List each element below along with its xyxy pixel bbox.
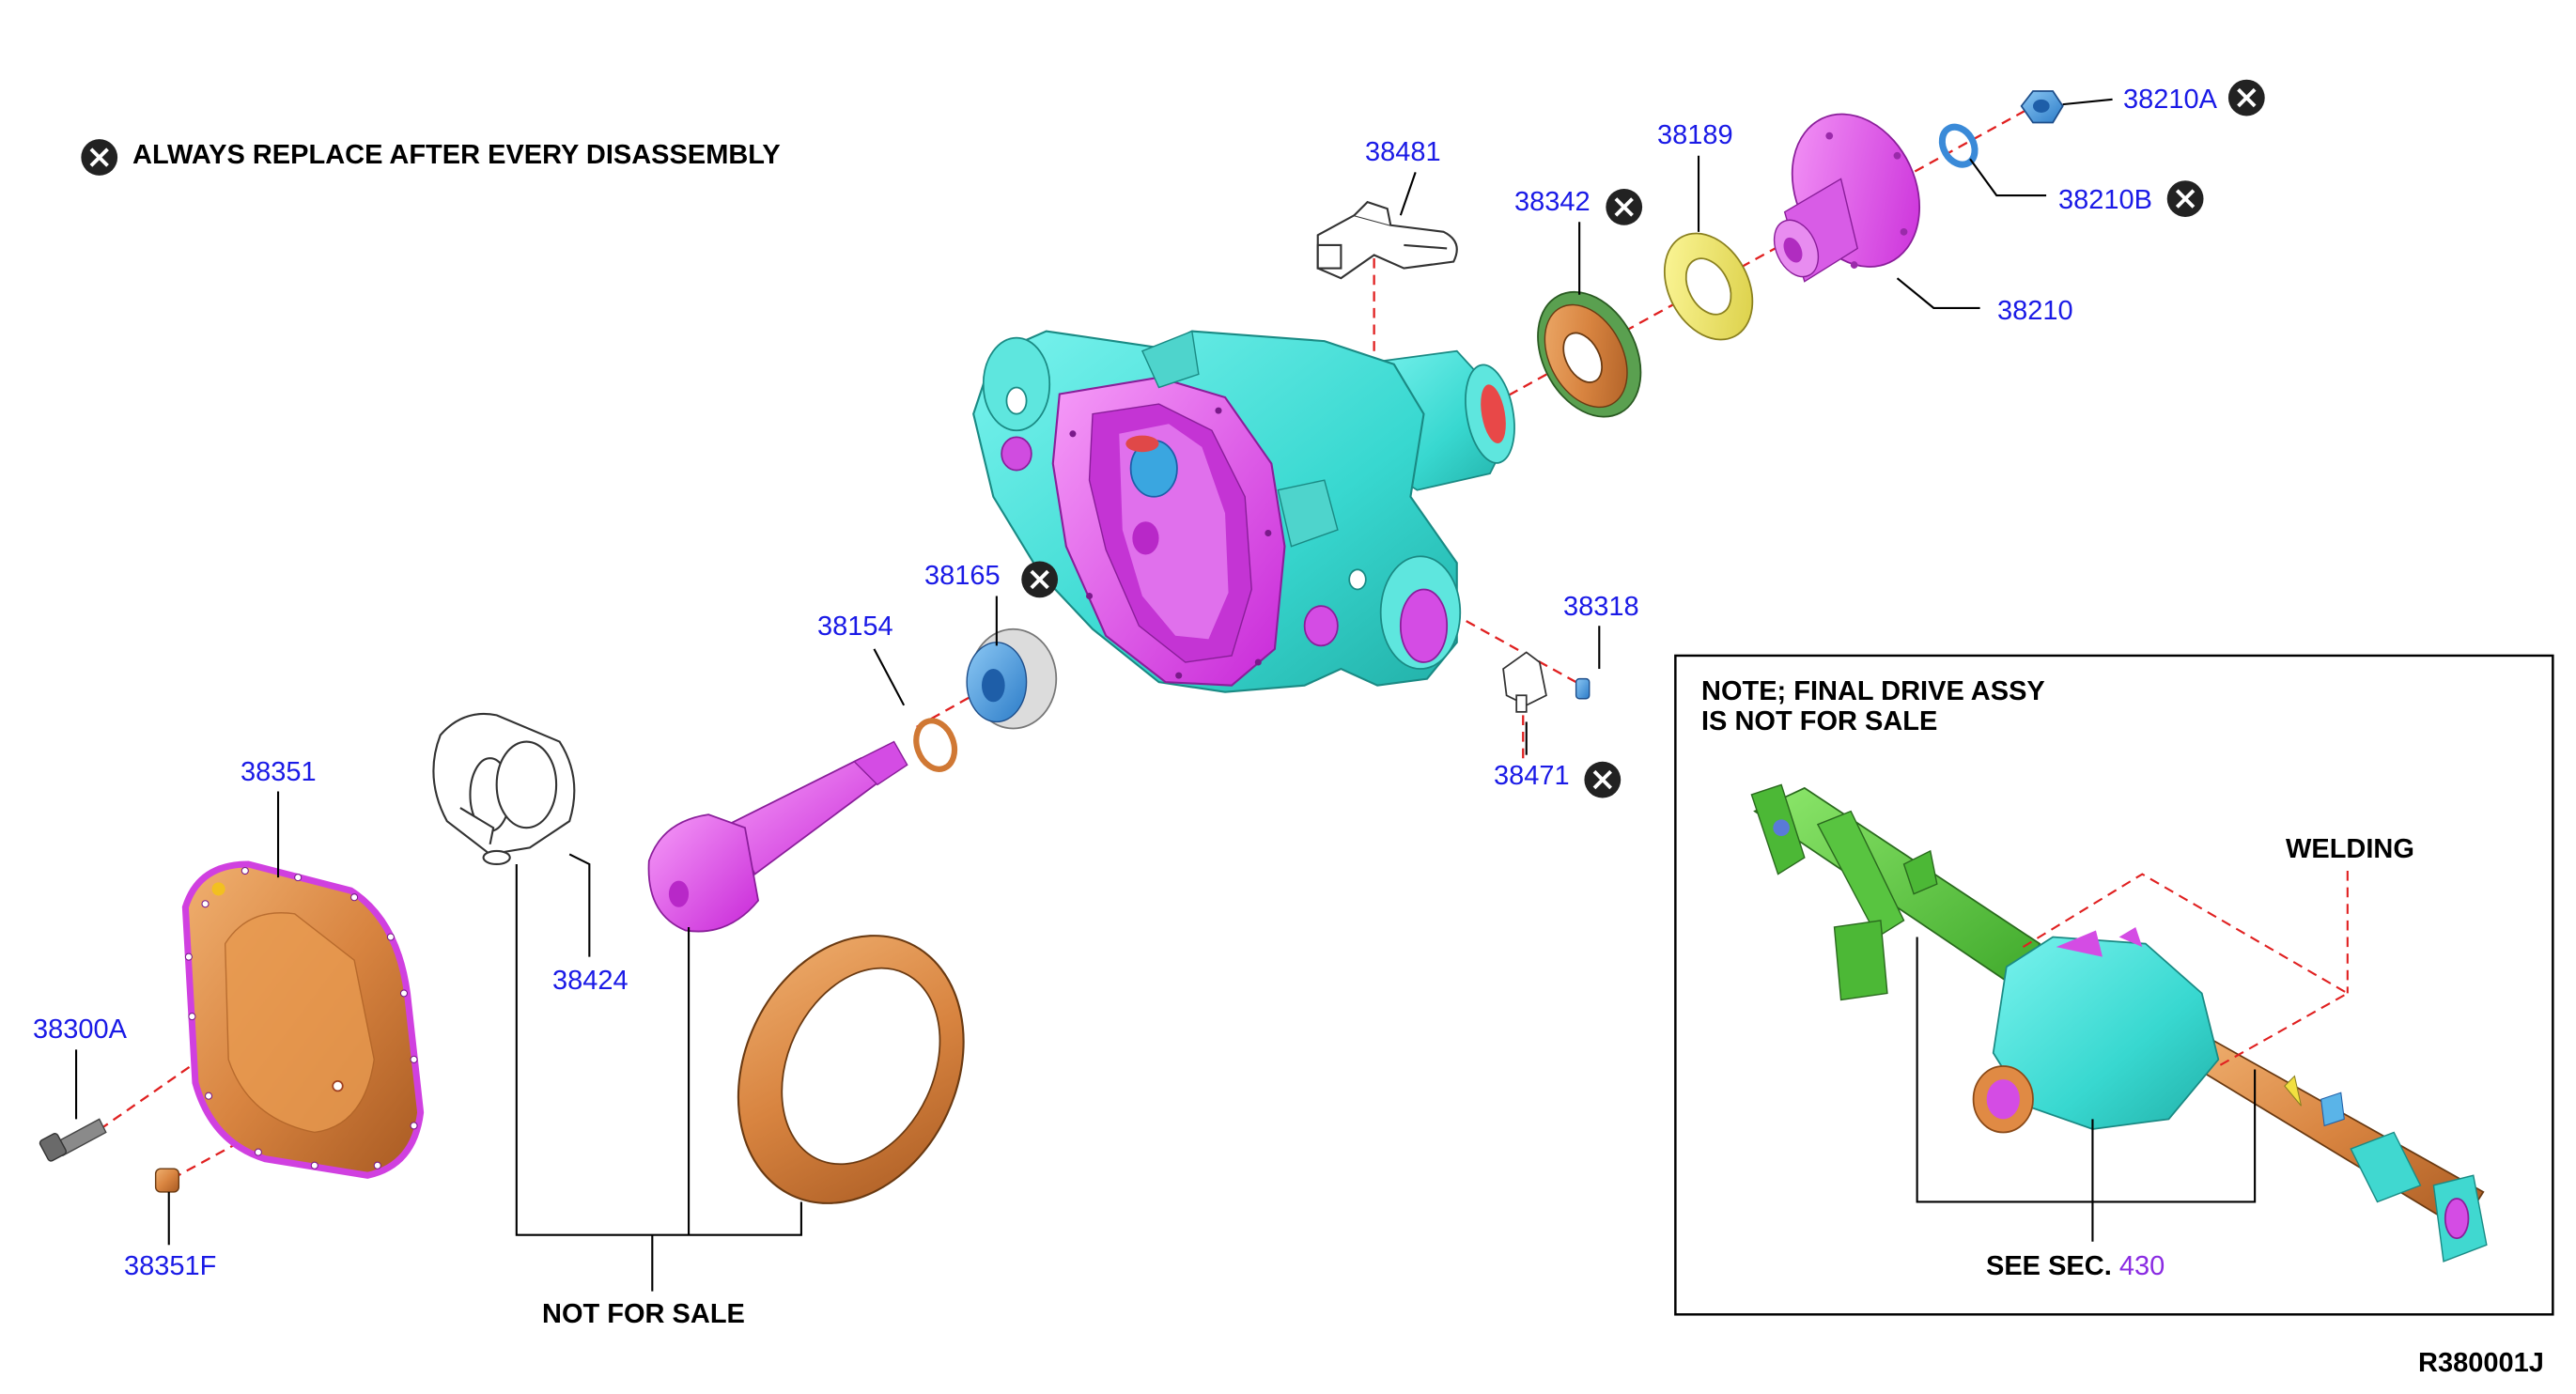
flange-38210-part[interactable] <box>1765 93 1943 287</box>
part-number-38210[interactable]: 38210 <box>1997 296 2073 326</box>
welding-label: WELDING <box>2286 834 2414 864</box>
part-number-38351f[interactable]: 38351F <box>124 1251 217 1281</box>
final-drive-inset <box>1674 654 2554 1316</box>
part-number-38481[interactable]: 38481 <box>1365 137 1441 167</box>
bolt-38300a-part[interactable] <box>39 1118 107 1162</box>
part-number-38318[interactable]: 38318 <box>1563 592 1639 622</box>
leader-lines <box>75 98 2113 1292</box>
see-sec-text: SEE SEC. <box>1986 1251 2112 1281</box>
ring-gear-part <box>737 935 965 1204</box>
deflector-38189-part[interactable] <box>1647 218 1770 355</box>
see-sec-number[interactable]: 430 <box>2118 1251 2165 1281</box>
drive-pinion-part <box>647 740 908 933</box>
replace-x-icon <box>2227 79 2265 116</box>
part-number-38189[interactable]: 38189 <box>1657 120 1733 150</box>
part-number-38210b[interactable]: 38210B <box>2058 185 2152 215</box>
part-number-38342[interactable]: 38342 <box>1514 187 1591 217</box>
washer-38210b-part[interactable] <box>1935 121 1981 170</box>
note-line-1: NOTE; FINAL DRIVE ASSY <box>1701 676 2045 706</box>
not-for-sale-label: NOT FOR SALE <box>542 1299 745 1329</box>
replace-marks <box>81 79 2265 798</box>
bolt-38318-part[interactable] <box>1575 677 1591 700</box>
replace-x-icon <box>1584 761 1622 798</box>
ring-38154-part[interactable] <box>909 716 961 775</box>
bracket-38471-part[interactable] <box>1502 651 1547 713</box>
part-number-38210a[interactable]: 38210A <box>2123 85 2217 115</box>
bearing-38165-part[interactable] <box>966 627 1058 730</box>
rear-cover-38351-part[interactable] <box>181 860 425 1179</box>
part-number-38165[interactable]: 38165 <box>924 561 1001 591</box>
part-number-38471[interactable]: 38471 <box>1494 761 1570 791</box>
legend-text: ALWAYS REPLACE AFTER EVERY DISASSEMBLY <box>132 140 781 170</box>
see-sec-label: SEE SEC. 430 <box>1986 1253 2165 1280</box>
note-line-2: IS NOT FOR SALE <box>1701 706 1938 736</box>
breather-38481-part[interactable] <box>1316 200 1458 280</box>
part-number-38424[interactable]: 38424 <box>552 966 628 996</box>
differential-case-part <box>432 712 576 866</box>
part-number-38300a[interactable]: 38300A <box>33 1015 127 1045</box>
replace-x-icon <box>2166 180 2204 217</box>
nut-38210a-part[interactable] <box>2020 90 2064 124</box>
replace-x-icon <box>1021 561 1059 598</box>
part-number-38154[interactable]: 38154 <box>817 612 893 642</box>
figure-code: R380001J <box>2418 1348 2544 1378</box>
carrier-housing-part <box>972 330 1515 693</box>
replace-x-icon <box>1606 189 1643 225</box>
plug-38351f-part[interactable] <box>154 1168 180 1193</box>
oil-seal-38342-part[interactable] <box>1517 274 1661 435</box>
part-number-38351[interactable]: 38351 <box>241 757 317 787</box>
replace-x-icon <box>81 139 118 176</box>
